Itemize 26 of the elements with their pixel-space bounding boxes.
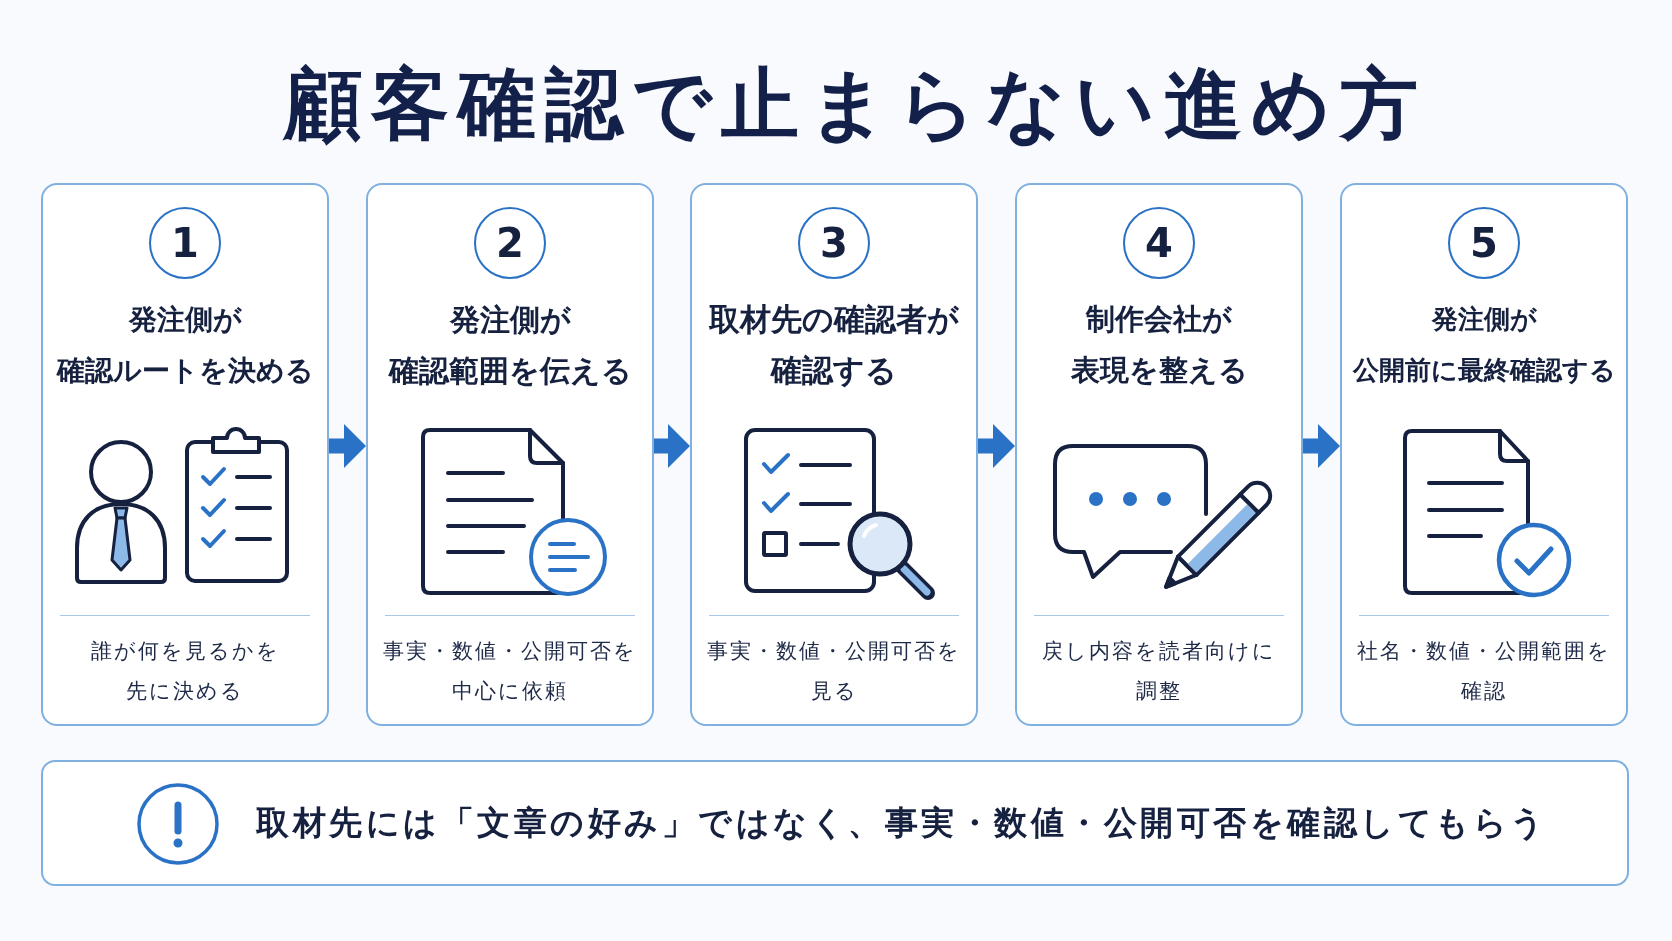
step-card [41, 183, 329, 726]
arrow [654, 424, 690, 468]
step-description: 事実・数値・公開可否を見る [707, 638, 961, 705]
note-text: 取材先には「文章の好み」ではなく、事実・数値・公開可否を確認してもらう [256, 803, 1548, 843]
step-card [366, 183, 654, 726]
number-circle: 3 [798, 207, 870, 279]
step-card [690, 183, 978, 726]
step-heading: 制作会社が表現を整える [1070, 301, 1248, 389]
number-circle: 5 [1448, 207, 1520, 279]
step-description: 戻し内容を読者向けに調整 [1042, 638, 1276, 705]
step-description: 社名・数値・公開範囲を確認 [1357, 638, 1611, 705]
step-card [1340, 183, 1628, 726]
number-circle: 2 [474, 207, 546, 279]
arrow [1303, 424, 1340, 468]
number-circle: 4 [1123, 207, 1195, 279]
note-box [41, 760, 1629, 886]
step-heading: 発注側が公開前に最終確認する [1352, 303, 1616, 387]
arrow [329, 424, 366, 468]
step-card [1015, 183, 1303, 726]
arrow [978, 424, 1015, 468]
step-heading: 取材先の確認者が確認する [709, 300, 959, 390]
step-heading: 発注側が確認ルートを決める [56, 302, 314, 389]
step-description: 誰が何を見るかを先に決める [90, 638, 280, 705]
step-heading: 発注側が確認範囲を伝える [388, 301, 632, 390]
number-circle: 1 [149, 207, 221, 279]
step-description: 事実・数値・公開可否を中心に依頼 [383, 638, 637, 705]
